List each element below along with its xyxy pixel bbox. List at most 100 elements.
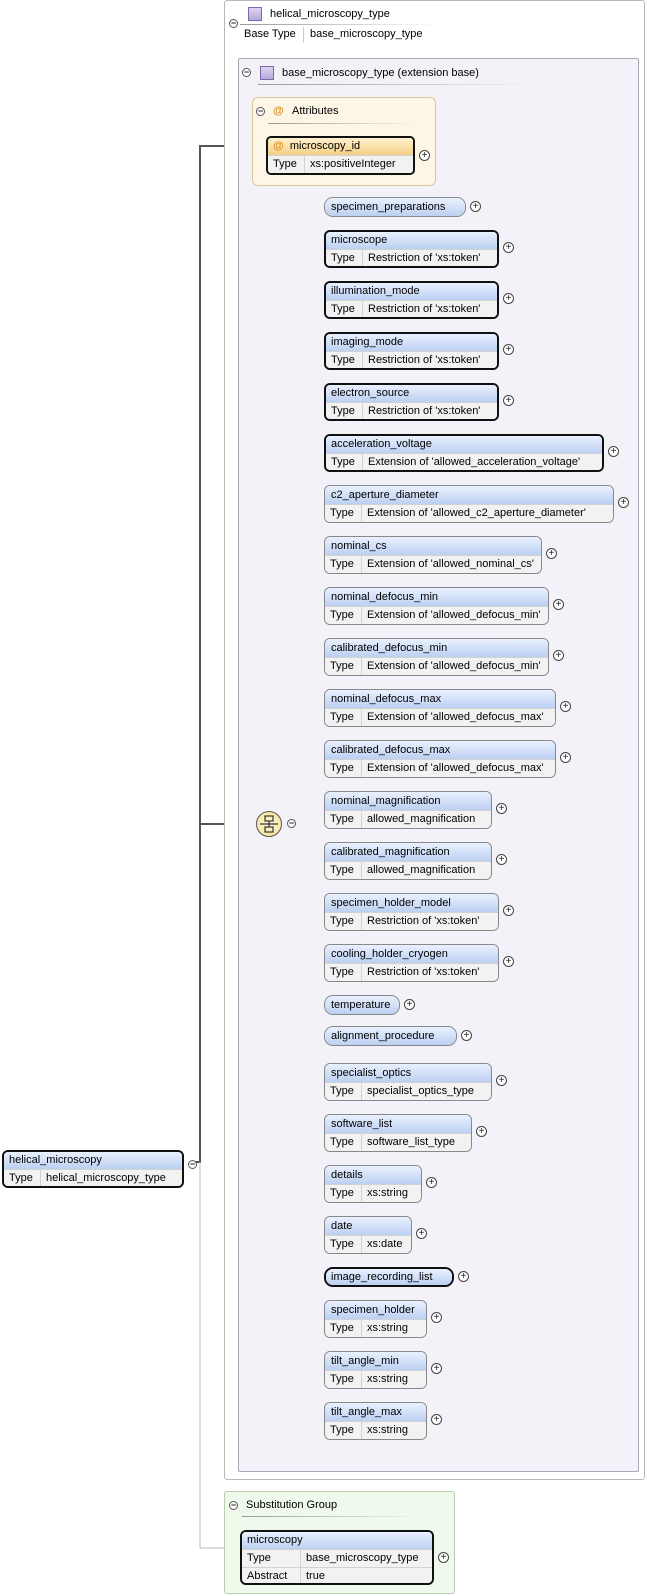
- element-type-key: Type: [331, 405, 355, 417]
- element-name: tilt_angle_max: [325, 1403, 426, 1421]
- sequence-element-alignment-procedure[interactable]: alignment_procedure: [324, 1026, 457, 1046]
- element-type-key: Type: [330, 762, 354, 774]
- element-type-value: Restriction of 'xs:token': [361, 913, 479, 930]
- collapse-attributes-toggle[interactable]: −: [256, 106, 265, 116]
- substitution-underline: [242, 1516, 422, 1517]
- attributes-title: Attributes: [292, 105, 339, 117]
- sequence-element-image-recording-list[interactable]: image_recording_list: [324, 1267, 454, 1287]
- element-name: date: [325, 1217, 411, 1235]
- collapse-extension-toggle[interactable]: −: [242, 67, 251, 77]
- element-type-key: Type: [330, 660, 354, 672]
- expand-element-icon[interactable]: +: [416, 1228, 427, 1239]
- expand-element-icon[interactable]: +: [496, 803, 507, 814]
- expand-element-icon[interactable]: +: [553, 650, 564, 661]
- expand-element-icon[interactable]: +: [431, 1363, 442, 1374]
- substitution-type-key: Type: [247, 1552, 271, 1564]
- collapse-root-toggle[interactable]: −: [188, 1159, 197, 1169]
- complex-type-underline: [240, 24, 440, 25]
- element-type-key: Type: [330, 558, 354, 570]
- expand-element-icon[interactable]: +: [470, 201, 481, 212]
- expand-element-icon[interactable]: +: [618, 497, 629, 508]
- element-type-key: Type: [330, 864, 354, 876]
- sequence-compositor-icon[interactable]: [256, 811, 282, 837]
- element-type-key: Type: [331, 303, 355, 315]
- sequence-element-temperature[interactable]: temperature: [324, 995, 400, 1015]
- expand-element-icon[interactable]: +: [496, 854, 507, 865]
- element-type-value: Restriction of 'xs:token': [362, 403, 480, 419]
- sequence-glyph: [260, 815, 278, 833]
- expand-element-icon[interactable]: +: [461, 1030, 472, 1041]
- element-name: electron_source: [326, 385, 497, 402]
- expand-element-icon[interactable]: +: [503, 395, 514, 406]
- element-name: temperature: [325, 996, 399, 1014]
- element-type-value: Extension of 'allowed_acceleration_volta…: [362, 454, 580, 470]
- extension-underline: [258, 84, 538, 85]
- element-name: nominal_cs: [325, 537, 541, 555]
- element-name: calibrated_defocus_min: [325, 639, 548, 657]
- element-type-value: Restriction of 'xs:token': [362, 352, 480, 368]
- attribute-type-value: xs:positiveInteger: [304, 156, 396, 173]
- expand-element-icon[interactable]: +: [503, 242, 514, 253]
- expand-element-icon[interactable]: +: [458, 1271, 469, 1282]
- expand-attribute-icon[interactable]: +: [419, 150, 430, 161]
- expand-element-icon[interactable]: +: [503, 956, 514, 967]
- element-type-key: Type: [331, 252, 355, 264]
- collapse-sequence-toggle[interactable]: −: [287, 818, 296, 828]
- element-type-key: Type: [330, 1424, 354, 1436]
- element-name: calibrated_magnification: [325, 843, 491, 861]
- expand-element-icon[interactable]: +: [546, 548, 557, 559]
- expand-element-icon[interactable]: +: [503, 293, 514, 304]
- sequence-element-specimen-preparations[interactable]: specimen_preparations: [324, 197, 466, 217]
- collapse-substitution-toggle[interactable]: −: [229, 1500, 238, 1510]
- expand-element-icon[interactable]: +: [503, 344, 514, 355]
- expand-element-icon[interactable]: +: [431, 1312, 442, 1323]
- root-element-name: helical_microscopy: [4, 1152, 182, 1169]
- expand-element-icon[interactable]: +: [503, 905, 514, 916]
- expand-element-icon[interactable]: +: [560, 701, 571, 712]
- expand-element-icon[interactable]: +: [476, 1126, 487, 1137]
- element-type-key: Type: [331, 354, 355, 366]
- expand-element-icon[interactable]: +: [553, 599, 564, 610]
- expand-element-icon[interactable]: +: [560, 752, 571, 763]
- element-type-value: xs:string: [361, 1185, 408, 1202]
- element-type-value: xs:string: [361, 1422, 408, 1439]
- element-type-row: Type xs:string: [325, 1421, 426, 1439]
- expand-element-icon[interactable]: +: [431, 1414, 442, 1425]
- expand-element-icon[interactable]: +: [608, 446, 619, 457]
- expand-element-icon[interactable]: +: [426, 1177, 437, 1188]
- collapse-complex-type-toggle[interactable]: −: [229, 18, 238, 28]
- expand-element-icon[interactable]: +: [404, 999, 415, 1010]
- expand-substitution-icon[interactable]: +: [438, 1552, 449, 1563]
- expand-element-icon[interactable]: +: [496, 1075, 507, 1086]
- element-name: acceleration_voltage: [326, 436, 602, 453]
